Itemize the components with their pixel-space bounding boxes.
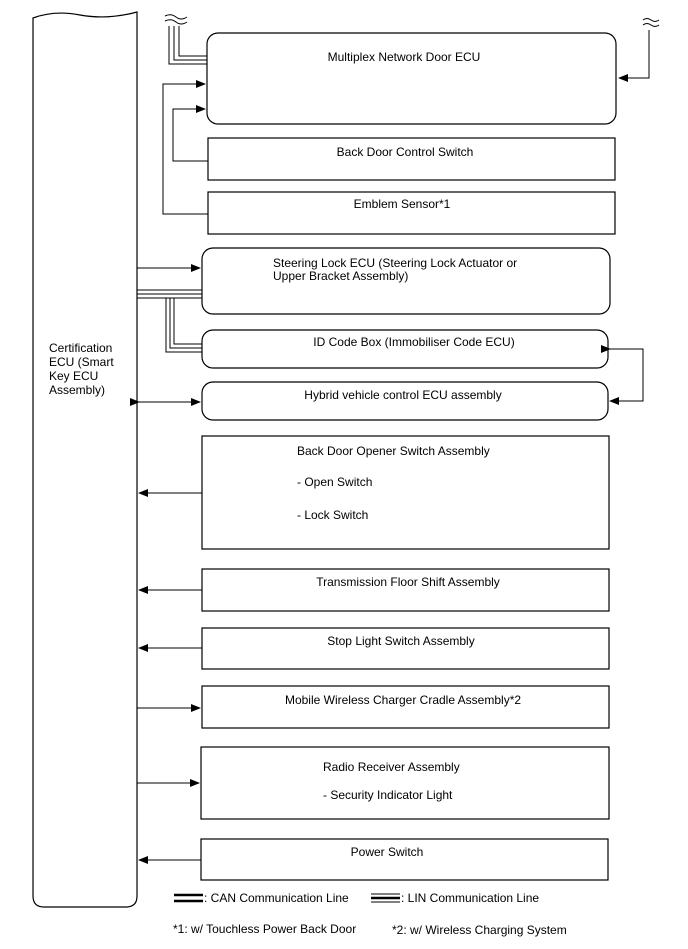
line-id-hybrid — [601, 345, 644, 405]
steering-lock-ecu-label-line2: Upper Bracket Assembly) — [273, 269, 409, 283]
multiplex-network-door-ecu-label: Multiplex Network Door ECU — [327, 50, 481, 64]
transmission-floor-shift-label: Transmission Floor Shift Assembly — [316, 575, 500, 589]
emblem-sensor-box — [207, 191, 616, 235]
security-indicator-label: - Security Indicator Light — [323, 788, 453, 802]
break-mark-right — [642, 18, 660, 27]
back-door-control-switch-box — [207, 137, 616, 181]
lin-line-steering-id — [137, 289, 202, 353]
back-door-control-switch-label: Back Door Control Switch — [336, 145, 474, 159]
radio-receiver-box — [200, 746, 610, 820]
line-emblem-sensor — [162, 80, 208, 215]
legend-can-symbol — [174, 893, 203, 903]
stop-light-switch-label: Stop Light Switch Assembly — [327, 634, 475, 648]
line-back-door-control — [172, 105, 208, 162]
multiplex-network-door-ecu-box — [206, 32, 617, 125]
legend-can-label: : CAN Communication Line — [204, 891, 349, 905]
legend-lin-symbol — [371, 893, 400, 903]
hybrid-vehicle-control-ecu-label: Hybrid vehicle control ECU assembly — [304, 388, 502, 402]
lin-line-multiplex — [164, 14, 207, 65]
radio-receiver-label: Radio Receiver Assembly — [323, 760, 460, 774]
footnote-1: *1: w/ Touchless Power Back Door — [173, 922, 357, 936]
legend-lin-label: : LIN Communication Line — [401, 891, 540, 905]
power-switch-label: Power Switch — [350, 845, 424, 859]
line-multiplex-right — [618, 30, 650, 82]
steering-lock-ecu-label-line1: Steering Lock ECU (Steering Lock Actuato… — [273, 256, 518, 270]
steering-lock-ecu-box — [201, 247, 611, 315]
wireless-charger-box — [201, 685, 610, 729]
footnote-2: *2: w/ Wireless Charging System — [392, 923, 567, 937]
certification-ecu-label: Certification ECU (Smart Key ECU Assembl… — [49, 341, 114, 397]
id-code-box-label: ID Code Box (Immobiliser Code ECU) — [313, 335, 515, 349]
wireless-charger-label: Mobile Wireless Charger Cradle Assembly*… — [284, 693, 522, 707]
certification-ecu-box — [32, 11, 138, 908]
emblem-sensor-label: Emblem Sensor*1 — [353, 197, 451, 211]
open-switch-label: - Open Switch — [297, 475, 373, 489]
back-door-opener-switch-label: Back Door Opener Switch Assembly — [297, 444, 490, 458]
lock-switch-label: - Lock Switch — [297, 508, 369, 522]
